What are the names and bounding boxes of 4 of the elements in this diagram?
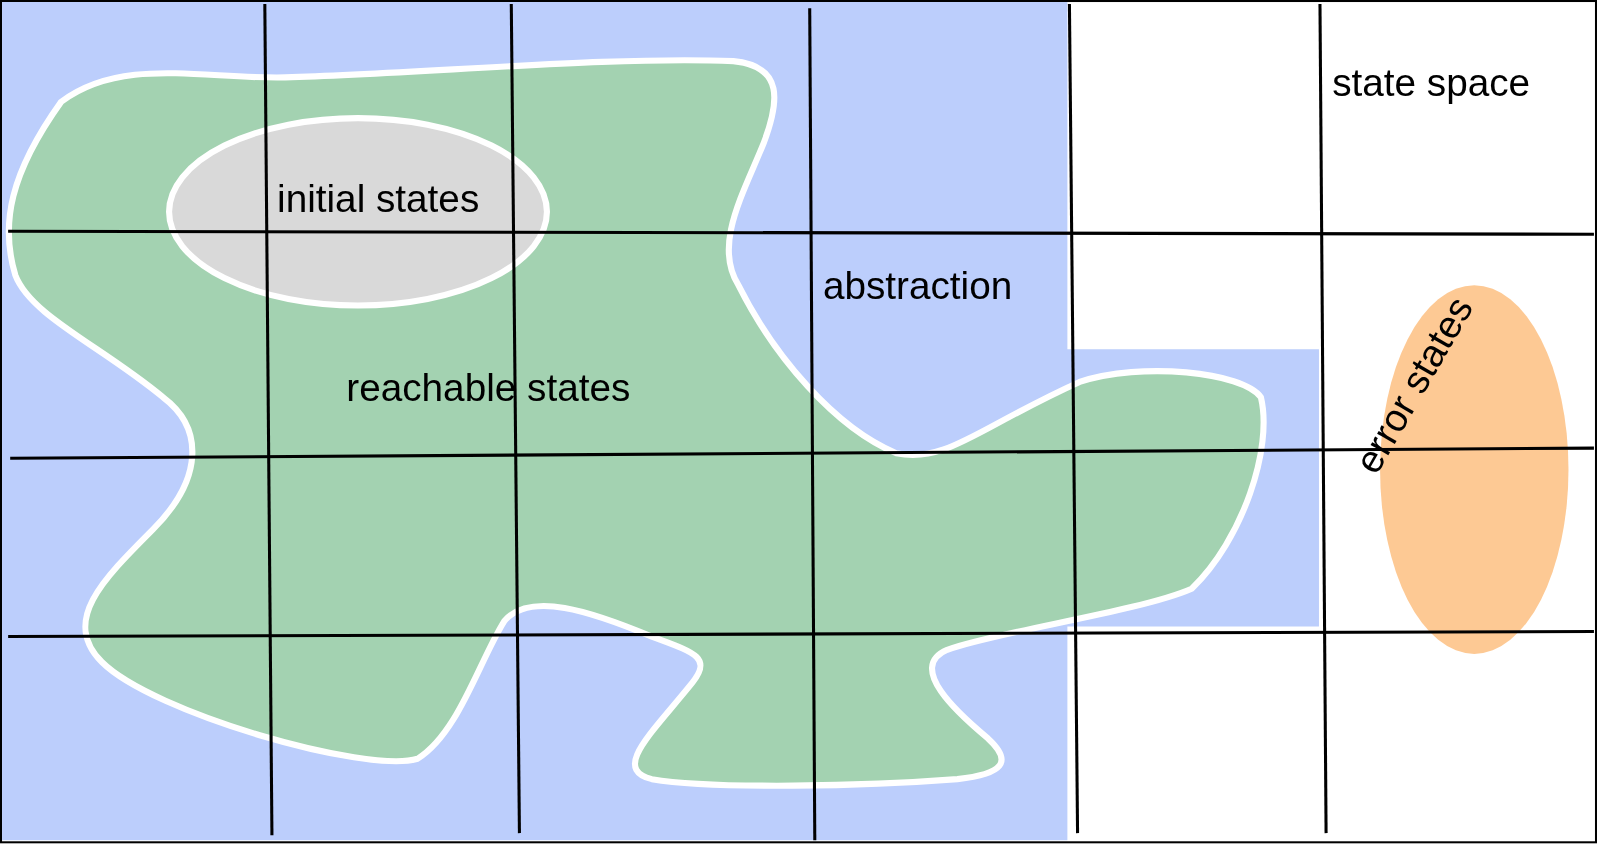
region-label: state space bbox=[1332, 63, 1531, 102]
region-label: initial states bbox=[277, 179, 480, 218]
region-label: reachable states bbox=[346, 368, 631, 408]
region-label: abstraction bbox=[822, 266, 1013, 306]
